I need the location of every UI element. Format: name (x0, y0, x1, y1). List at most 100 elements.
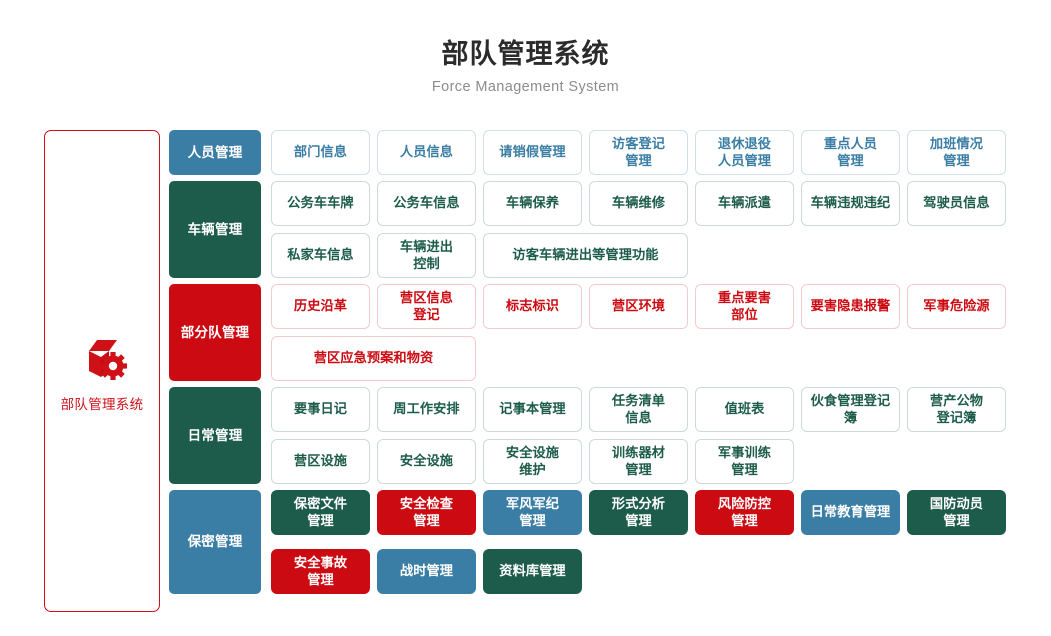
category-chip-label: 保密管理 (187, 534, 243, 550)
module-button[interactable]: 部门信息 (271, 130, 370, 175)
module-button-label: 请销假管理 (499, 144, 566, 160)
module-button[interactable]: 军风军纪管理 (483, 490, 582, 535)
category-chip[interactable]: 人员管理 (169, 130, 261, 175)
module-button[interactable]: 访客登记管理 (589, 130, 688, 175)
module-button[interactable]: 私家车信息 (271, 233, 370, 278)
module-button-label: 部门信息 (293, 144, 348, 160)
module-button[interactable]: 人员信息 (377, 130, 476, 175)
module-button[interactable]: 要事日记 (271, 387, 370, 432)
category-chip-label: 车辆管理 (187, 221, 243, 237)
category-row: 人员管理 部门信息 人员信息 请销假管理 访客登记管理退休退役人员管理重点人员管理 加班情… (169, 130, 1019, 175)
module-button[interactable]: 车辆违规违纪 (801, 181, 900, 226)
module-button-label: 安全检查管理 (399, 496, 454, 528)
module-button-label: 军事危险源 (923, 298, 990, 314)
module-button-label: 资料库管理 (499, 563, 566, 579)
module-button[interactable]: 加班情况管理 (907, 130, 1006, 175)
module-button[interactable]: 车辆维修 (589, 181, 688, 226)
module-button-label: 车辆保养 (505, 195, 560, 211)
module-button-label: 车辆进出控制 (399, 239, 454, 271)
module-button-label: 重点人员管理 (823, 136, 878, 168)
category-chip[interactable]: 车辆管理 (169, 181, 261, 278)
category-items: 历史沿革营区信息登记标志标识 营区环境 重点要害部位要害隐患报警 军事危险源营区应急预… (271, 284, 1019, 381)
module-button[interactable]: 记事本管理 (483, 387, 582, 432)
module-button[interactable]: 车辆进出控制 (377, 233, 476, 278)
module-button-label: 国防动员管理 (929, 496, 984, 528)
module-button-label: 风险防控管理 (717, 496, 772, 528)
category-chip-label: 人员管理 (187, 144, 243, 160)
module-button-label: 车辆维修 (611, 195, 666, 211)
module-button-label: 战时管理 (399, 563, 454, 579)
module-button[interactable]: 标志标识 (483, 284, 582, 329)
category-items: 要事日记 周工作安排 记事本管理任务清单信息 值班表 伙食管理登记簿营产公物登记簿营区设… (271, 387, 1019, 484)
module-button[interactable]: 安全检查管理 (377, 490, 476, 535)
module-button[interactable]: 安全设施维护 (483, 439, 582, 484)
module-button[interactable]: 任务清单信息 (589, 387, 688, 432)
module-button[interactable]: 公务车信息 (377, 181, 476, 226)
module-button-label: 要事日记 (293, 401, 348, 417)
module-button[interactable]: 车辆保养 (483, 181, 582, 226)
module-button-label: 伙食管理登记簿 (810, 393, 891, 425)
module-button[interactable]: 保密文件管理 (271, 490, 370, 535)
module-button[interactable]: 访客车辆进出等管理功能 (483, 233, 688, 278)
module-button[interactable]: 营区应急预案和物资 (271, 336, 476, 381)
category-chip[interactable]: 日常管理 (169, 387, 261, 484)
module-button-label: 军事训练管理 (717, 445, 772, 477)
module-button[interactable]: 车辆派遣 (695, 181, 794, 226)
module-button[interactable]: 要害隐患报警 (801, 284, 900, 329)
module-button[interactable]: 营区信息登记 (377, 284, 476, 329)
sidebar-panel[interactable]: 部队管理系统 (44, 130, 160, 612)
module-button[interactable]: 营区设施 (271, 439, 370, 484)
category-row: 车辆管理 公务车车牌公务车信息 车辆保养 车辆维修 车辆派遣车辆违规违纪驾驶员信息私家车… (169, 181, 1019, 278)
module-button-label: 营区设施 (293, 453, 348, 469)
module-button-label: 安全事故管理 (293, 555, 348, 587)
module-button[interactable]: 营产公物登记簿 (907, 387, 1006, 432)
module-button[interactable]: 军事训练管理 (695, 439, 794, 484)
page-subtitle: Force Management System (431, 78, 620, 95)
module-button[interactable]: 安全事故管理 (271, 549, 370, 594)
module-button-label: 营区环境 (611, 298, 666, 314)
sidebar-brand[interactable]: 部队管理系统 (61, 336, 144, 413)
category-chip-label: 日常管理 (187, 427, 243, 443)
module-button[interactable]: 重点人员管理 (801, 130, 900, 175)
module-button[interactable]: 日常教育管理 (801, 490, 900, 535)
module-button-label: 营区应急预案和物资 (313, 350, 434, 366)
module-button-label: 周工作安排 (393, 401, 460, 417)
module-button-label: 训练器材管理 (611, 445, 666, 477)
category-chip[interactable]: 部分队管理 (169, 284, 261, 381)
module-button[interactable]: 战时管理 (377, 549, 476, 594)
module-button-label: 任务清单信息 (611, 393, 666, 425)
sidebar-brand-label: 部队管理系统 (60, 396, 144, 412)
module-button-label: 保密文件管理 (293, 496, 348, 528)
module-button[interactable]: 伙食管理登记簿 (801, 387, 900, 432)
module-button[interactable]: 请销假管理 (483, 130, 582, 175)
module-button[interactable]: 公务车车牌 (271, 181, 370, 226)
module-button[interactable]: 退休退役人员管理 (695, 130, 794, 175)
module-button[interactable]: 风险防控管理 (695, 490, 794, 535)
module-button[interactable]: 资料库管理 (483, 549, 582, 594)
module-button[interactable]: 重点要害部位 (695, 284, 794, 329)
module-button-label: 加班情况管理 (929, 136, 984, 168)
module-button[interactable]: 国防动员管理 (907, 490, 1006, 535)
module-button[interactable]: 周工作安排 (377, 387, 476, 432)
category-chip[interactable]: 保密管理 (169, 490, 261, 594)
module-button-label: 形式分析管理 (611, 496, 666, 528)
category-items: 部门信息 人员信息 请销假管理 访客登记管理退休退役人员管理重点人员管理 加班情况管理 (271, 130, 1019, 175)
module-button-label: 访客登记管理 (611, 136, 666, 168)
category-row: 日常管理 要事日记 周工作安排 记事本管理任务清单信息 值班表 伙食管理登记簿营产公物登记… (169, 387, 1019, 484)
module-button[interactable]: 历史沿革 (271, 284, 370, 329)
category-grid: 人员管理 部门信息 人员信息 请销假管理 访客登记管理退休退役人员管理重点人员管理 加班情… (169, 130, 1019, 600)
category-items: 公务车车牌公务车信息 车辆保养 车辆维修 车辆派遣车辆违规违纪驾驶员信息私家车信息 车辆… (271, 181, 1019, 278)
module-button[interactable]: 形式分析管理 (589, 490, 688, 535)
module-button[interactable]: 驾驶员信息 (907, 181, 1006, 226)
module-button[interactable]: 训练器材管理 (589, 439, 688, 484)
module-button-label: 值班表 (724, 401, 765, 417)
page-title: 部队管理系统 (441, 39, 610, 69)
module-button[interactable]: 军事危险源 (907, 284, 1006, 329)
module-button[interactable]: 安全设施 (377, 439, 476, 484)
module-button[interactable]: 营区环境 (589, 284, 688, 329)
page-header: 部队管理系统 Force Management System (0, 0, 1051, 95)
module-button-label: 私家车信息 (287, 247, 354, 263)
box-gear-icon (76, 336, 128, 384)
module-button[interactable]: 值班表 (695, 387, 794, 432)
module-button-label: 日常教育管理 (810, 504, 891, 520)
